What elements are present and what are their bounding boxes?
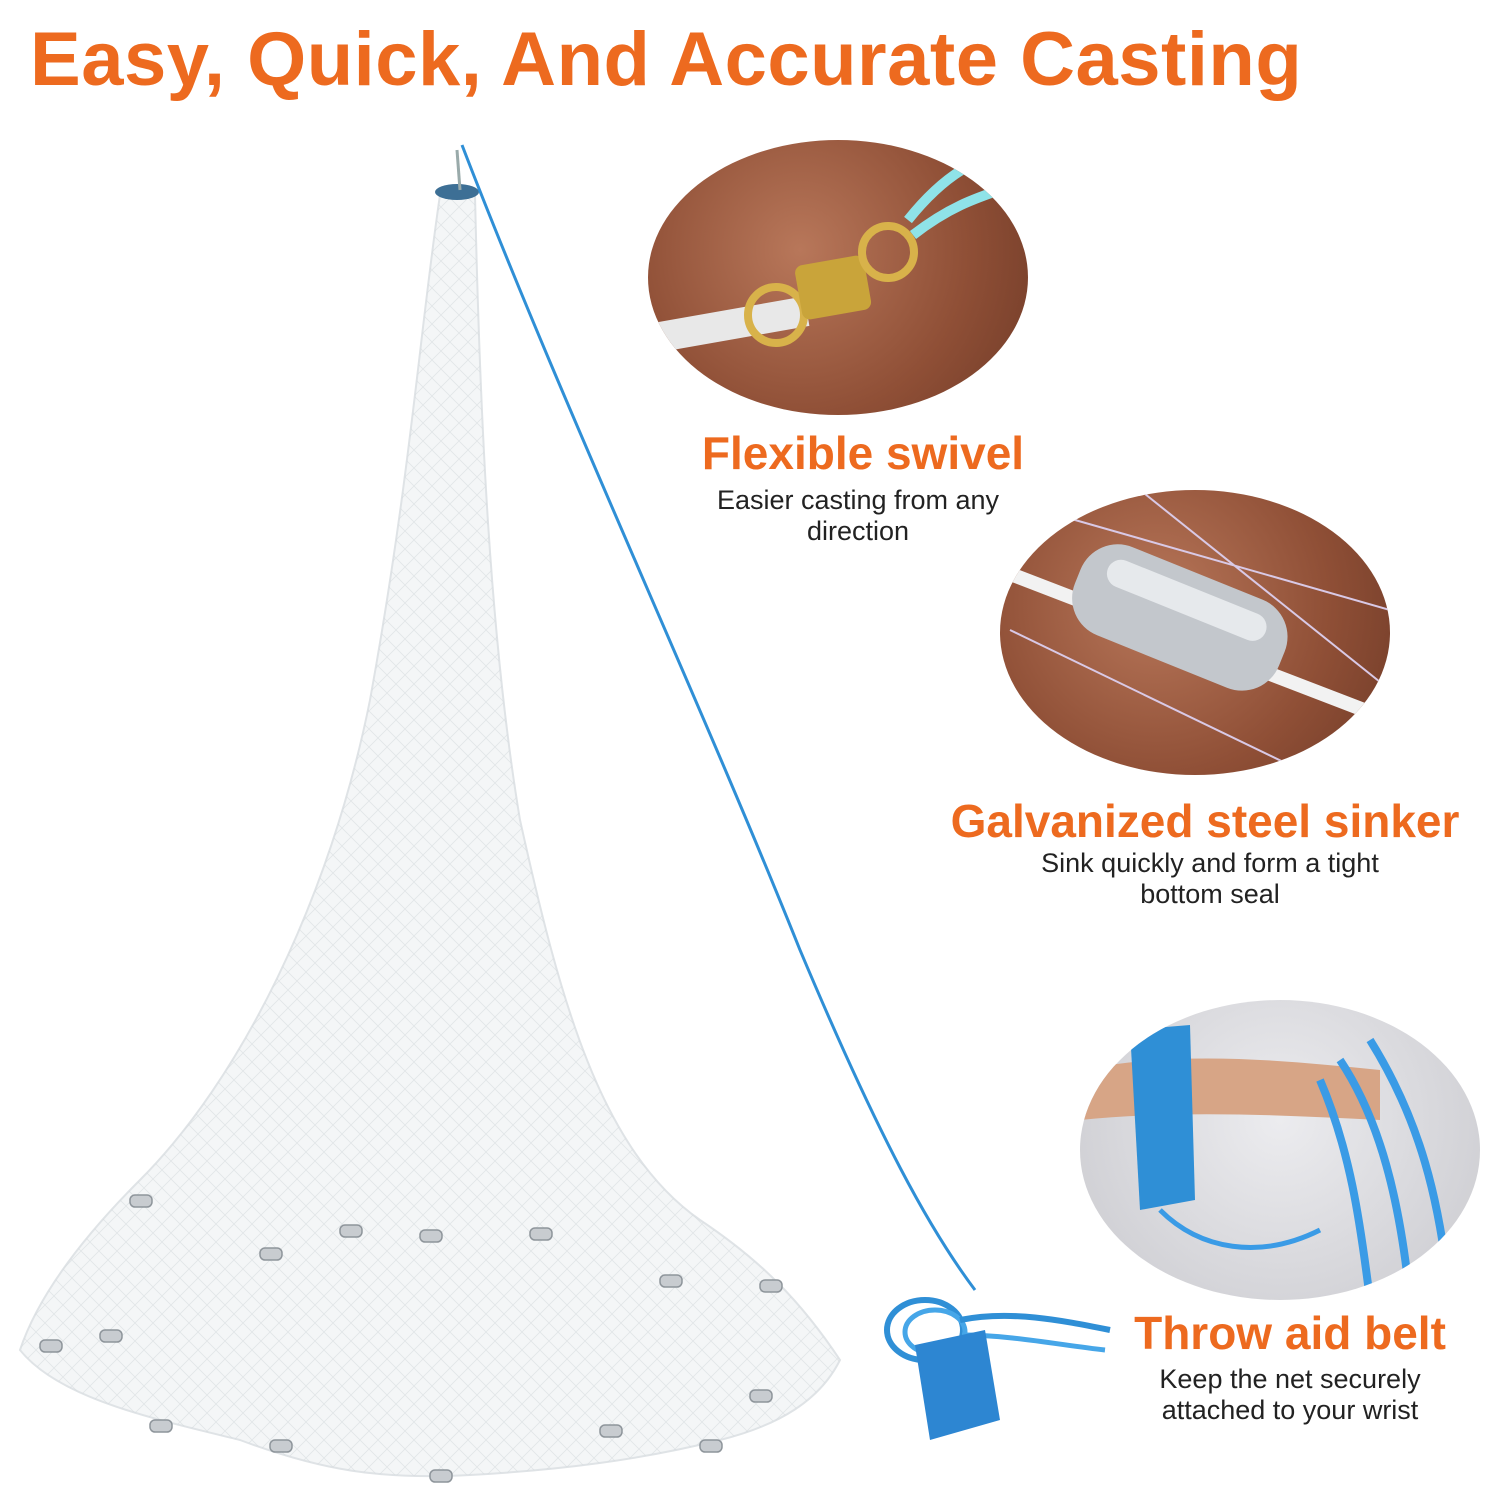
wrist-strap (915, 1330, 1000, 1440)
hand-line (460, 144, 977, 1291)
wrist-belt-photo (1080, 1000, 1480, 1300)
feature-title-sinker: Galvanized steel sinker (950, 795, 1460, 847)
feature-desc-swivel: Easier casting from any direction (716, 485, 1000, 547)
sinkers (39, 1194, 783, 1483)
swivel-photo (648, 140, 1028, 415)
feature-desc-sinker: Sink quickly and form a tight bottom sea… (1041, 848, 1379, 910)
feature-title-swivel: Flexible swivel (701, 427, 1025, 479)
feature-title-belt: Throw aid belt (1134, 1307, 1446, 1359)
sinker-photo (1000, 490, 1390, 775)
cast-net-illustration (18, 144, 1111, 1483)
headline: Easy, Quick, And Accurate Casting (30, 17, 1303, 102)
feature-desc-belt: Keep the net securely attached to your w… (1159, 1364, 1421, 1426)
net-hub (435, 184, 479, 200)
